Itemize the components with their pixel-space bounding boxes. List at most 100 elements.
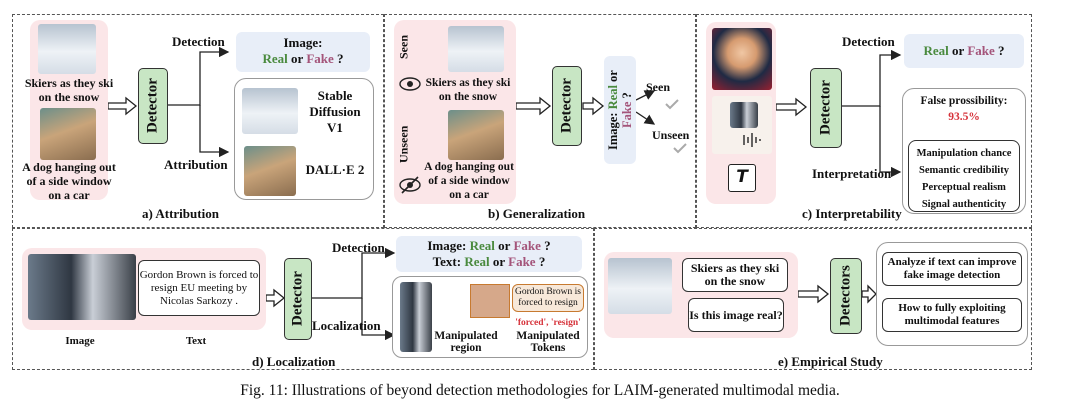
- real-word-c: Real: [923, 43, 949, 58]
- detector-box-d: [284, 258, 312, 340]
- title-localization: d) Localization: [252, 354, 336, 369]
- detector-box-c: [810, 68, 842, 148]
- question-mark: ?: [337, 51, 344, 66]
- av-clip-thumbnail: [712, 96, 772, 154]
- ski-image-b: [448, 26, 504, 72]
- detectors-label-e: Detectors: [837, 265, 854, 327]
- image-label-a: Image:: [283, 35, 323, 50]
- caption-text-box: Skiers as they ski on the snow: [682, 258, 788, 292]
- detection-label-c: Detection: [842, 34, 895, 49]
- manipulated-tokens-label: Manipulated Tokens: [516, 330, 580, 354]
- research-question-2: How to fully exploiting multimodal featu…: [882, 298, 1022, 332]
- real-word-d1: Real: [469, 238, 495, 253]
- verdict-box-d: Image: Real or Fake ? Text: Real or Fake…: [396, 236, 582, 272]
- or-word-c: or: [952, 43, 965, 58]
- dog-caption: A dog hanging out of a side window on a …: [22, 160, 116, 202]
- question-mark-b: ?: [620, 92, 634, 99]
- or-word-b: or: [606, 70, 620, 82]
- detection-label-d: Detection: [332, 240, 385, 255]
- panel-interpretability: [696, 14, 1032, 228]
- news-image: [28, 254, 136, 320]
- fake-word: Fake: [306, 51, 334, 66]
- detector-box-b: [552, 66, 582, 146]
- detector-label-c: Detector: [817, 80, 834, 136]
- detector-label-d: Detector: [289, 271, 306, 327]
- title-empirical-study: e) Empirical Study: [778, 354, 883, 369]
- panel-generalization: [384, 14, 696, 228]
- image-label-b: Image:: [606, 112, 620, 150]
- fake-word-d1: Fake: [513, 238, 541, 253]
- question-mark-d1: ?: [544, 238, 551, 253]
- fake-word-c: Fake: [967, 43, 995, 58]
- question-mark-d2: ?: [538, 254, 546, 269]
- audio-waveform-icon: [743, 133, 761, 147]
- factor-list: Manipulation chance Semantic credibility…: [909, 145, 1019, 213]
- real-word-b: Real: [606, 85, 620, 110]
- check-icon-seen: [665, 99, 679, 110]
- false-prob-label: False prossibility:: [920, 95, 1008, 107]
- ski-caption: Skiers as they ski on the snow: [24, 76, 114, 104]
- manipulated-image: [400, 282, 432, 352]
- ski-image-e: [608, 258, 672, 314]
- title-attribution: a) Attribution: [142, 206, 219, 221]
- panel-empirical-study: [594, 228, 1032, 370]
- image-prefix-d: Image:: [427, 238, 467, 253]
- eye-icon: [399, 77, 421, 91]
- text-snippet-box: Gordon Brown is forced to resign: [512, 284, 584, 312]
- false-prob-value: 93.5%: [948, 111, 980, 123]
- or-word-d1: or: [498, 238, 511, 253]
- dog-image: [40, 108, 96, 160]
- model-stable-diffusion: Stable Diffusion V1: [309, 88, 361, 135]
- attribution-label: Attribution: [164, 157, 228, 172]
- ski-image-model: [242, 88, 298, 134]
- manipulated-region-highlight: [470, 284, 510, 318]
- dog-image-b: [448, 110, 504, 160]
- factor-item: Manipulation chance: [916, 148, 1012, 159]
- text-label-d: Text: [185, 335, 207, 347]
- dog-caption-b: A dog hanging out of a side window on a …: [424, 161, 514, 201]
- text-icon-glyph: T: [736, 167, 748, 187]
- dog-image-model: [244, 146, 296, 196]
- ski-image: [38, 24, 96, 74]
- factor-item: Semantic credibility: [919, 165, 1009, 176]
- research-question-1: Analyze if text can improve fake image d…: [882, 252, 1022, 286]
- text-modality-icon: T: [728, 164, 756, 192]
- text-prefix-d: Text:: [432, 254, 462, 269]
- output-seen-label: Seen: [646, 80, 670, 94]
- detection-label-a: Detection: [172, 34, 225, 49]
- image-label-d: Image: [65, 335, 95, 347]
- fake-word-d2: Fake: [508, 254, 536, 269]
- question-mark-c: ?: [998, 43, 1005, 58]
- panel-attribution: [12, 14, 384, 228]
- title-generalization: b) Generalization: [488, 206, 586, 221]
- real-word-d2: Real: [464, 254, 490, 269]
- detector-label-a: Detector: [144, 78, 161, 134]
- eye-off-icon: [399, 176, 421, 194]
- detector-label-b: Detector: [558, 78, 575, 134]
- portrait-image: [712, 28, 772, 90]
- factor-list-box: Manipulation chance Semantic credibility…: [908, 140, 1020, 212]
- or-word: or: [291, 51, 304, 66]
- localization-label: Localization: [312, 318, 381, 333]
- seen-label: Seen: [396, 35, 411, 59]
- output-unseen-label: Unseen: [652, 128, 690, 142]
- or-word-d2: or: [492, 254, 505, 269]
- question-box: Is this image real?: [688, 298, 784, 332]
- model-dalle: DALL·E 2: [305, 162, 365, 177]
- ski-caption-b: Skiers as they ski on the snow: [425, 77, 511, 103]
- factor-item: Signal authenticity: [921, 199, 1007, 210]
- image-verdict-box-b: Image: Real or Fake ?: [604, 56, 636, 164]
- manipulated-region-label: Manipulated region: [434, 330, 498, 354]
- factor-item: Perceptual realism: [922, 182, 1006, 193]
- figure-caption: Fig. 11: Illustrations of beyond detecti…: [240, 382, 840, 399]
- detector-box-a: [138, 68, 168, 144]
- news-text-box: Gordon Brown is forced to resign EU meet…: [138, 260, 260, 316]
- unseen-label: Unseen: [396, 125, 411, 163]
- title-interpretability: c) Interpretability: [802, 206, 902, 221]
- detectors-box-e: [830, 258, 862, 334]
- interpretation-label: Interpretation: [812, 166, 892, 181]
- image-verdict-box-a: Image: Real or Fake ?: [236, 32, 370, 72]
- panel-localization: [12, 228, 594, 370]
- manipulated-tokens-list: 'forced', 'resign': [515, 318, 581, 328]
